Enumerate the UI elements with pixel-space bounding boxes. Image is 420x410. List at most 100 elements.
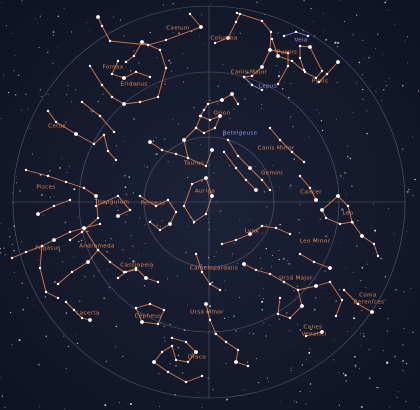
constellation-star xyxy=(80,230,84,234)
background-star xyxy=(310,328,312,331)
background-star xyxy=(54,281,56,283)
constellation-star xyxy=(38,266,42,270)
background-star xyxy=(124,175,126,177)
background-star xyxy=(223,134,225,136)
background-star xyxy=(315,240,316,241)
background-star xyxy=(386,0,388,1)
background-star xyxy=(303,0,305,2)
background-star xyxy=(261,232,263,234)
background-star xyxy=(311,21,313,23)
constellation-star xyxy=(276,54,280,58)
constellation-star xyxy=(314,284,318,288)
background-star xyxy=(161,220,163,222)
background-star xyxy=(201,92,203,94)
constellation-star xyxy=(166,370,170,374)
background-star xyxy=(267,381,269,382)
constellation-star xyxy=(244,178,248,182)
background-star xyxy=(261,300,264,303)
background-star xyxy=(7,91,10,94)
background-star xyxy=(67,85,69,87)
constellation-star xyxy=(286,51,290,55)
background-star xyxy=(163,138,166,140)
constellation-star xyxy=(235,11,239,15)
constellation-star xyxy=(40,244,44,248)
background-star xyxy=(21,282,23,284)
constellation-star xyxy=(260,19,264,23)
constellation-star xyxy=(336,60,340,64)
background-star xyxy=(346,145,348,147)
background-star xyxy=(272,255,274,256)
background-star xyxy=(124,221,127,223)
constellation-star xyxy=(56,282,60,286)
constellation-star xyxy=(204,302,208,306)
background-star xyxy=(344,172,346,174)
background-star xyxy=(46,51,49,54)
constellation-star xyxy=(110,72,114,76)
background-star xyxy=(66,94,68,96)
background-star xyxy=(282,88,284,90)
constellation-star xyxy=(124,270,128,274)
constellation-star xyxy=(46,109,50,113)
background-star xyxy=(366,263,368,265)
background-star xyxy=(271,266,273,268)
constellation-star xyxy=(238,12,242,16)
background-star xyxy=(356,82,358,84)
background-star xyxy=(164,83,166,85)
background-star xyxy=(290,369,292,371)
label-draco: Draco xyxy=(188,355,207,361)
constellation-star xyxy=(156,322,160,326)
constellation-star xyxy=(116,276,120,280)
constellation-star xyxy=(204,176,208,180)
background-star xyxy=(132,192,134,194)
background-star xyxy=(261,309,263,311)
background-star xyxy=(320,120,322,122)
background-star xyxy=(395,289,397,291)
background-star xyxy=(204,44,205,46)
background-star xyxy=(115,145,118,147)
constellation-star xyxy=(314,76,318,80)
constellation-star xyxy=(166,198,170,202)
constellation-star xyxy=(164,66,168,70)
background-star xyxy=(0,252,2,254)
background-star xyxy=(256,231,258,233)
constellation-star xyxy=(134,306,138,310)
constellation-star xyxy=(236,102,240,106)
background-star xyxy=(246,71,249,74)
background-star xyxy=(380,258,382,260)
background-star xyxy=(63,335,65,337)
lynx-lines xyxy=(221,225,291,245)
background-star xyxy=(278,258,280,261)
background-star xyxy=(159,405,161,407)
constellation-star xyxy=(248,232,252,236)
background-star xyxy=(404,40,406,42)
background-star xyxy=(182,372,184,374)
background-star xyxy=(322,30,324,32)
constellation-star xyxy=(320,330,324,334)
background-star xyxy=(21,241,23,243)
constellation-star xyxy=(106,149,110,153)
background-star xyxy=(209,99,211,102)
background-star xyxy=(345,380,347,382)
background-star xyxy=(279,71,281,73)
constellation-star xyxy=(134,70,138,74)
constellation-star xyxy=(298,174,302,178)
constellation-star xyxy=(56,296,60,300)
constellation-star xyxy=(260,178,264,182)
label-eridanus: Eridanus xyxy=(120,82,147,88)
constellation-star xyxy=(96,216,100,220)
background-star xyxy=(220,210,222,212)
background-star xyxy=(37,23,38,25)
background-star xyxy=(304,139,306,140)
background-star xyxy=(309,348,311,350)
background-star xyxy=(225,363,227,365)
constellation-star xyxy=(213,126,217,130)
background-star xyxy=(408,188,410,191)
background-star xyxy=(151,267,153,269)
label-ursa-major: Ursa Major xyxy=(279,276,313,282)
background-star xyxy=(266,377,269,379)
background-star xyxy=(277,75,281,78)
background-star xyxy=(106,268,108,270)
constellation-star xyxy=(298,56,302,60)
background-star xyxy=(260,107,262,109)
